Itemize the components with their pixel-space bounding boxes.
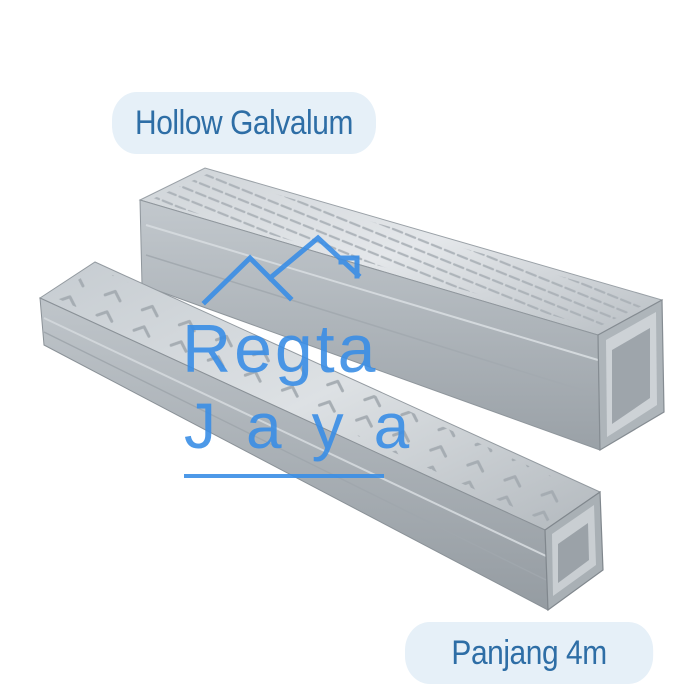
length-label: Panjang 4m (405, 622, 654, 684)
house-roof-outline-icon (201, 234, 362, 306)
back-hollow-bar (138, 167, 665, 452)
watermark-logo: Regta Jaya (182, 234, 439, 478)
product-name-label: Hollow Galvalum (112, 92, 376, 154)
watermark-brand-line2: Jaya (184, 390, 439, 462)
front-hollow-bar (38, 261, 604, 612)
watermark-brand-line1: Regta (182, 311, 378, 387)
